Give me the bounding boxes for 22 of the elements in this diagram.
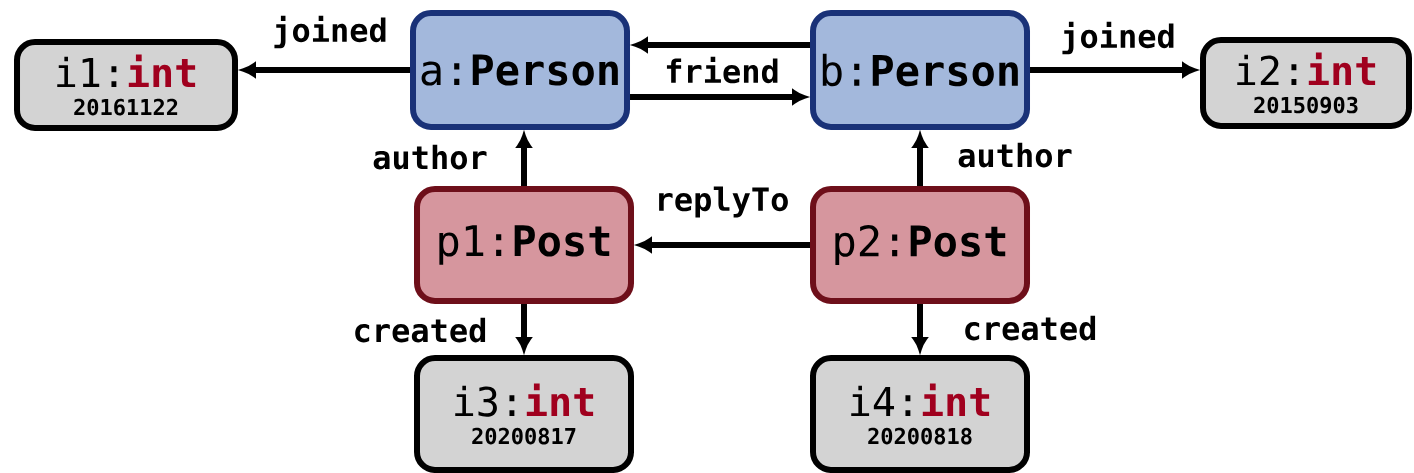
- edge-label: joined: [1058, 19, 1178, 57]
- value-node: i2:int 20150903: [1200, 37, 1412, 129]
- edge-label: friend: [662, 54, 782, 86]
- arrow: [516, 133, 532, 186]
- edge-label: created: [960, 313, 1100, 343]
- value-node: i3:int 20200817: [414, 355, 634, 473]
- arrow: [630, 89, 807, 105]
- edge-label: author: [370, 142, 490, 172]
- edge-label: joined: [270, 13, 390, 51]
- post-node: p1:Post: [414, 186, 634, 304]
- arrow: [516, 304, 532, 352]
- edge-label: created: [350, 315, 490, 345]
- person-node: a:Person: [410, 10, 630, 130]
- edge-label: author: [955, 140, 1075, 170]
- post-node: p2:Post: [810, 186, 1030, 304]
- arrow: [912, 304, 928, 352]
- person-node: b:Person: [810, 10, 1030, 130]
- arrow: [912, 133, 928, 186]
- value-node: i1:int 20161122: [14, 39, 238, 131]
- edge-label: replyTo: [652, 184, 792, 220]
- value-node: i4:int 20200818: [810, 355, 1030, 473]
- arrow: [1030, 62, 1197, 78]
